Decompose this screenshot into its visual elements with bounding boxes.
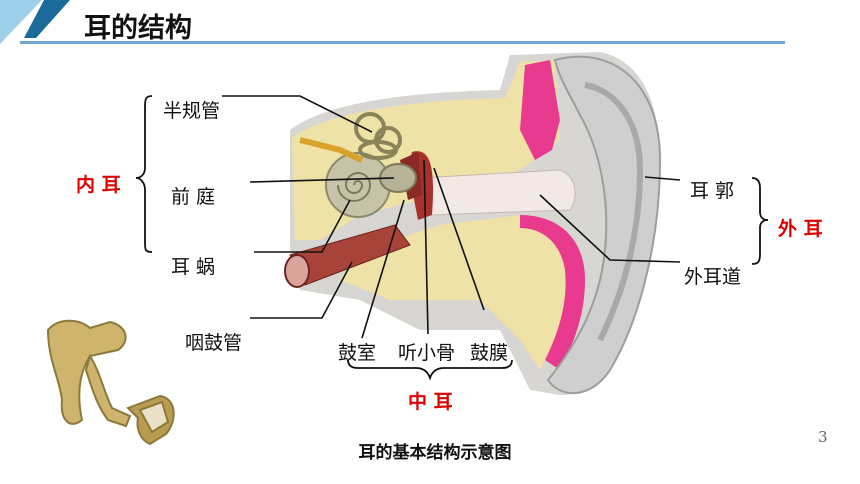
group-middle-ear: 中 耳 (408, 391, 453, 413)
lower-bone (340, 215, 580, 370)
auditory-nerve (299, 137, 364, 163)
label-vestibule: 前 庭 (171, 186, 216, 208)
leader-vestibule (249, 177, 395, 183)
label-auricle: 耳 郭 (690, 180, 735, 202)
leader-eardrum (433, 167, 485, 311)
auricle-fold (584, 82, 644, 342)
cochlea-shape (325, 152, 391, 218)
corner-decoration (0, 0, 70, 44)
auricle-shape (546, 55, 662, 394)
leader-tympanic-cavity (361, 199, 405, 339)
leader-semicircular-canals (222, 95, 373, 133)
label-eustachian-tube: 咽鼓管 (185, 332, 243, 354)
group-inner-ear: 内 耳 (76, 174, 121, 196)
group-outer-ear: 外 耳 (778, 218, 823, 240)
cartilage-upper (520, 60, 560, 160)
label-eardrum: 鼓膜 (470, 342, 509, 364)
label-semicircular-canals: 半规管 (163, 100, 221, 122)
semicircular-canals-shape (354, 112, 402, 160)
cartilage-lower (520, 215, 585, 370)
label-cochlea: 耳 蜗 (171, 256, 216, 278)
ear-canal-shape (419, 169, 576, 216)
brace-inner-ear (135, 95, 153, 253)
label-ossicles: 听小骨 (398, 342, 456, 364)
cochlea-spiral (337, 172, 372, 202)
label-tympanic-cavity: 鼓室 (338, 342, 377, 364)
page-number: 3 (818, 428, 828, 446)
slide-title: 耳的结构 (84, 13, 192, 44)
figure-caption: 耳的基本结构示意图 (358, 443, 512, 463)
leader-cochlea (254, 199, 351, 253)
title-rule (20, 41, 785, 44)
tube-opening (284, 254, 310, 288)
ossicle-inset (46, 319, 175, 446)
leader-ear-canal (539, 194, 681, 263)
leader-auricle (644, 176, 681, 181)
leader-eustachian-tube (250, 261, 353, 319)
brace-outer-ear (751, 177, 769, 265)
leader-ossicles (423, 159, 429, 335)
label-ear-canal: 外耳道 (684, 266, 742, 288)
brace-middle-ear (347, 359, 513, 381)
